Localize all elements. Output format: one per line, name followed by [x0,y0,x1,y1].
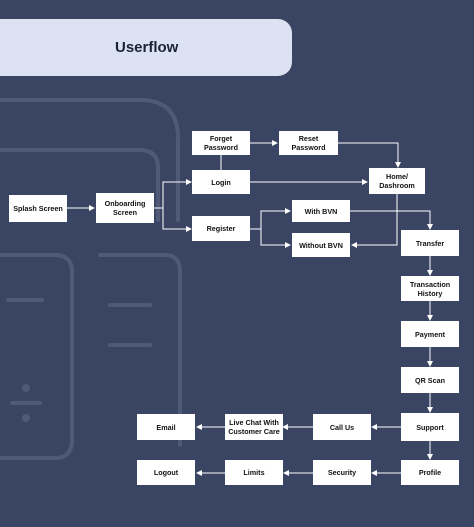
node-payment: Payment [401,321,459,347]
node-call-us: Call Us [313,414,371,440]
node-without-bvn: Without BVN [292,233,350,257]
node-reset-password: Reset Password [279,131,338,155]
node-with-bvn: With BVN [292,200,350,222]
node-splash-screen: Splash Screen [9,195,67,222]
node-transfer: Transfer [401,230,459,256]
edge-reset-home [338,142,401,168]
header-banner: Userflow [0,19,292,76]
edge-register-withoutbvn [260,229,291,248]
node-profile: Profile [401,460,459,485]
page-title: Userflow [115,39,179,56]
edge-onboarding-register [162,208,192,232]
edge-register-withbvn [250,208,291,230]
node-email: Email [137,414,195,440]
node-transaction-history: Transaction History [401,276,459,301]
node-forget-password: Forget Password [192,131,250,155]
node-qr-scan: QR Scan [401,367,459,393]
node-security: Security [313,460,371,485]
node-logout: Logout [137,460,195,485]
edge-home-withoutbvn [351,194,398,248]
node-login: Login [192,170,250,194]
node-support: Support [401,413,459,441]
node-onboarding-screen: Onboarding Screen [96,193,154,223]
edge-onboarding-login [154,179,192,209]
node-limits: Limits [225,460,283,485]
node-register: Register [192,216,250,241]
node-home-dashroom: Home/ Dashroom [369,168,425,194]
edge-withbvn-transfer [350,210,433,230]
node-live-chat: Live Chat With Customer Care [225,414,283,440]
